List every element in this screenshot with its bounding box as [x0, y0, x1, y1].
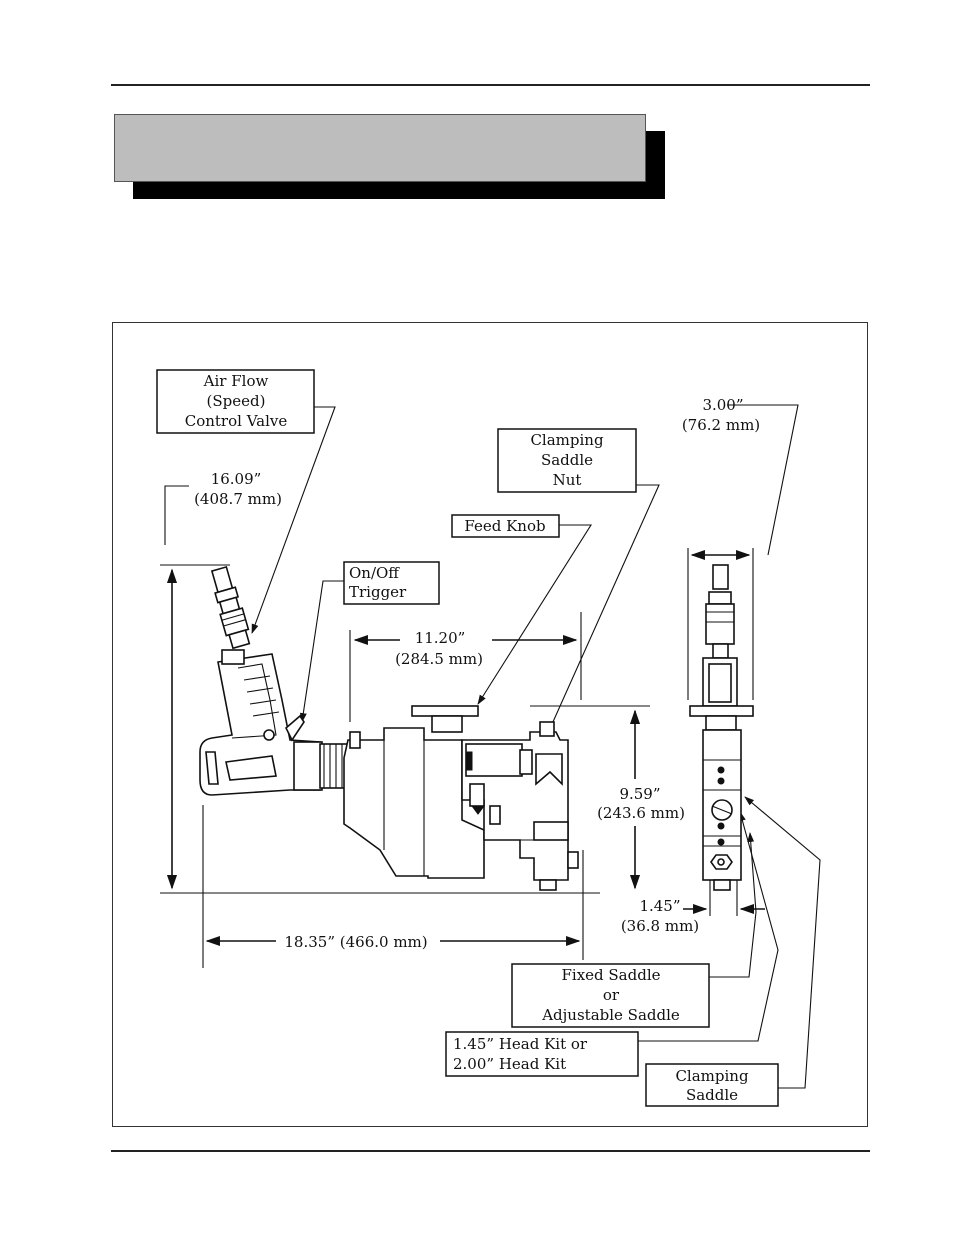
- height-overall-metric: (408.7 mm): [194, 490, 282, 508]
- fixed-saddle-line-3: Adjustable Saddle: [541, 1006, 680, 1024]
- width-3-value: 3.00”: [702, 396, 743, 414]
- width-3-metric: (76.2 mm): [682, 416, 760, 434]
- head-145-metric: (36.8 mm): [621, 917, 699, 935]
- fixed-saddle-callout: Fixed Saddle or Adjustable Saddle: [511, 963, 710, 1028]
- title-banner: [114, 114, 646, 182]
- height-9-metric: (243.6 mm): [597, 804, 685, 822]
- height-overall-value: 16.09”: [211, 470, 262, 488]
- bottom-rule: [111, 1150, 870, 1152]
- feed-knob-callout: Feed Knob: [451, 514, 560, 538]
- height-9-value: 9.59”: [619, 785, 660, 803]
- feed-knob-label: Feed Knob: [464, 517, 545, 535]
- clamping-saddle-nut-callout: Clamping Saddle Nut: [497, 428, 637, 493]
- dimension-lines: [160, 404, 799, 968]
- tool-side-view: [199, 565, 579, 891]
- clamping-saddle-nut-line-1: Clamping: [530, 431, 604, 449]
- length-overall-value: 18.35” (466.0 mm): [284, 933, 427, 951]
- clamping-saddle-line-2: Saddle: [686, 1086, 738, 1104]
- air-flow-line-3: Control Valve: [185, 412, 288, 430]
- leader-lines: [251, 406, 821, 1089]
- air-flow-callout: Air Flow (Speed) Control Valve: [156, 369, 315, 434]
- head-145-value: 1.45”: [639, 897, 680, 915]
- on-off-trigger-line-2: Trigger: [349, 583, 407, 601]
- head-kit-callout: 1.45” Head Kit or 2.00” Head Kit: [445, 1031, 639, 1077]
- clamping-saddle-nut-line-3: Nut: [553, 471, 582, 489]
- air-flow-line-1: Air Flow: [203, 372, 269, 390]
- head-kit-line-2: 2.00” Head Kit: [453, 1055, 566, 1073]
- on-off-trigger-line-1: On/Off: [349, 564, 400, 582]
- figure-frame: [112, 322, 868, 1127]
- tool-front-view: [689, 564, 754, 891]
- air-flow-line-2: (Speed): [207, 392, 266, 410]
- on-off-trigger-callout: On/Off Trigger: [343, 561, 440, 605]
- clamping-saddle-line-1: Clamping: [675, 1067, 749, 1085]
- length-11-value: 11.20”: [415, 629, 466, 647]
- head-kit-line-1: 1.45” Head Kit or: [453, 1035, 588, 1053]
- fixed-saddle-line-1: Fixed Saddle: [561, 966, 660, 984]
- clamping-saddle-nut-line-2: Saddle: [541, 451, 593, 469]
- length-11-metric: (284.5 mm): [395, 650, 483, 668]
- top-rule: [111, 84, 870, 86]
- fixed-saddle-line-2: or: [603, 986, 620, 1004]
- clamping-saddle-callout: Clamping Saddle: [645, 1063, 779, 1107]
